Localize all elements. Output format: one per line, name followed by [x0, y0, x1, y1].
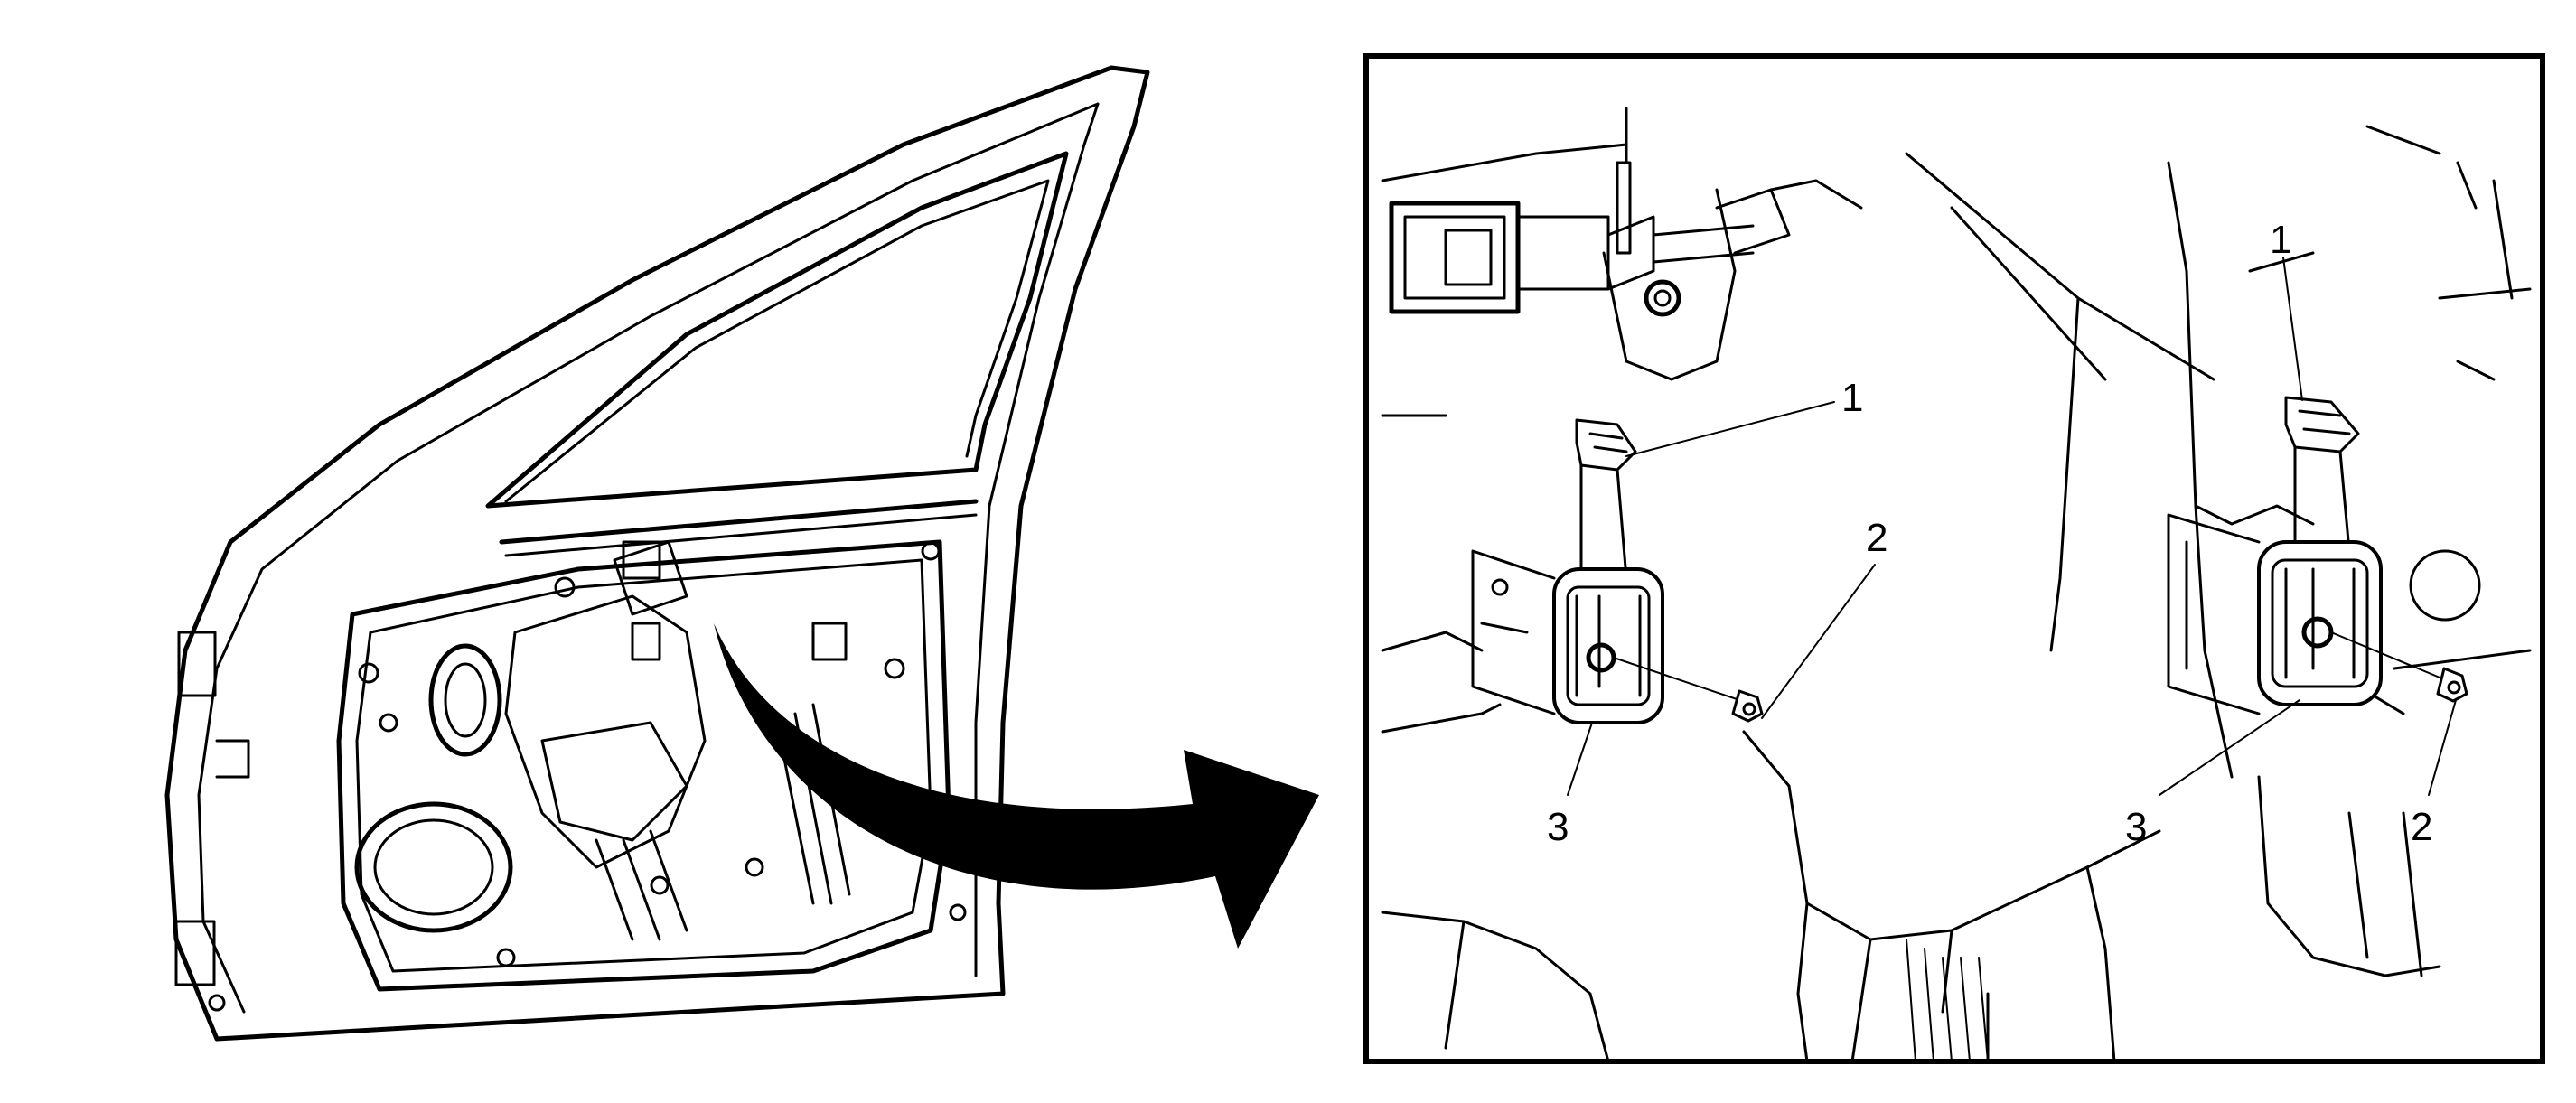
- left-bolt-2: [1731, 689, 1764, 723]
- lower-hinge: [174, 920, 216, 986]
- window-opening: [485, 151, 1069, 509]
- right-retainer-3: [2257, 540, 2383, 706]
- leader-right-3: [2159, 699, 2300, 796]
- callout-right-2: 2: [2411, 805, 2432, 849]
- leader-left-2: [1761, 564, 1876, 719]
- leader-right-2: [2428, 699, 2457, 796]
- callout-right-1: 1: [2270, 218, 2291, 262]
- leader-left-3: [1567, 722, 1593, 796]
- right-bolt-axis: [2330, 631, 2445, 680]
- regulator-mechanism: [504, 594, 707, 869]
- left-bolt-axis: [1613, 657, 1740, 701]
- detail-view: 1 2 3 1 2 3: [1363, 53, 2545, 1064]
- left-cable-bracket: [1471, 418, 1764, 724]
- inner-panel: [336, 539, 951, 992]
- mounting-nut: [1644, 279, 1681, 317]
- door-overview: [164, 65, 1150, 1042]
- callout-left-1: 1: [1841, 376, 1863, 420]
- door-outer-frame: [164, 65, 1150, 1042]
- upper-hinge: [177, 631, 217, 697]
- zoom-arrow: [714, 623, 1319, 949]
- rod-clip: [1602, 188, 1737, 381]
- leader-left-1: [1625, 401, 1835, 457]
- callout-right-3: 3: [2125, 805, 2147, 849]
- callout-left-3: 3: [1547, 805, 1569, 849]
- right-bolt-2: [2436, 667, 2468, 703]
- speaker-opening: [354, 801, 513, 933]
- callout-left-2: 2: [1866, 516, 1888, 560]
- leader-right-1: [2282, 257, 2303, 401]
- right-cable-bracket: [2167, 396, 2468, 715]
